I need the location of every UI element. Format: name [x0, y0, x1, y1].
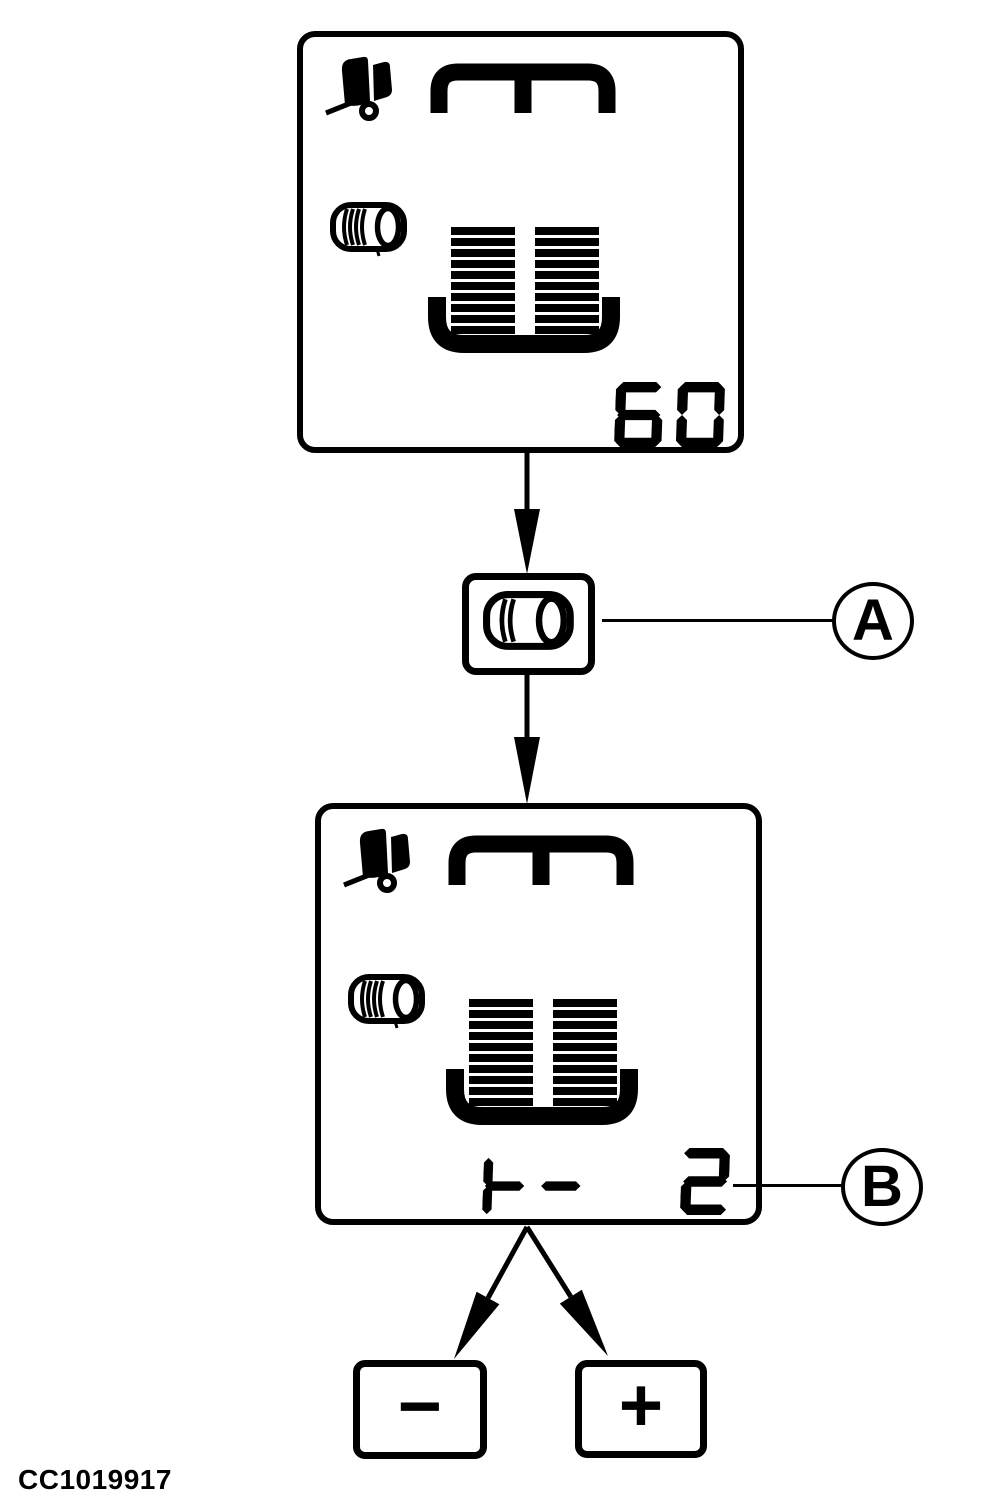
implement-frame-icon: [448, 835, 634, 885]
hopper-level-bars: [469, 999, 617, 1106]
metering-roller-icon: [348, 974, 425, 1029]
callout-line-b: [733, 1184, 842, 1187]
flow-arrow-middle: [514, 675, 540, 804]
monitor-display-initial: [297, 31, 744, 453]
callout-b: B: [841, 1148, 923, 1226]
metering-roller-button[interactable]: [462, 573, 595, 675]
edit-mode-indicator: [482, 1156, 583, 1216]
hopper-level-bars: [451, 227, 599, 334]
callout-b-label: B: [861, 1154, 903, 1219]
rate-value-initial: [614, 382, 726, 448]
figure-code: CC1019917: [18, 1464, 172, 1495]
decrease-button[interactable]: −: [353, 1360, 487, 1459]
seed-cart-icon: [325, 56, 392, 121]
metering-roller-icon: [330, 202, 407, 257]
callout-a-label: A: [852, 588, 894, 653]
hopper-bracket-icon: [428, 297, 620, 353]
flow-arrows-bottom: [454, 1225, 608, 1359]
callout-line-a: [602, 619, 834, 622]
monitor-display-edit: [315, 803, 762, 1225]
metering-roller-icon: [482, 591, 574, 650]
rate-value-edit: [680, 1148, 731, 1215]
implement-frame-icon: [430, 63, 616, 113]
flow-arrow-top: [514, 453, 540, 574]
increase-button[interactable]: +: [575, 1360, 707, 1458]
hopper-bracket-icon: [446, 1069, 638, 1125]
seed-cart-icon: [343, 828, 410, 893]
callout-a: A: [832, 582, 914, 660]
